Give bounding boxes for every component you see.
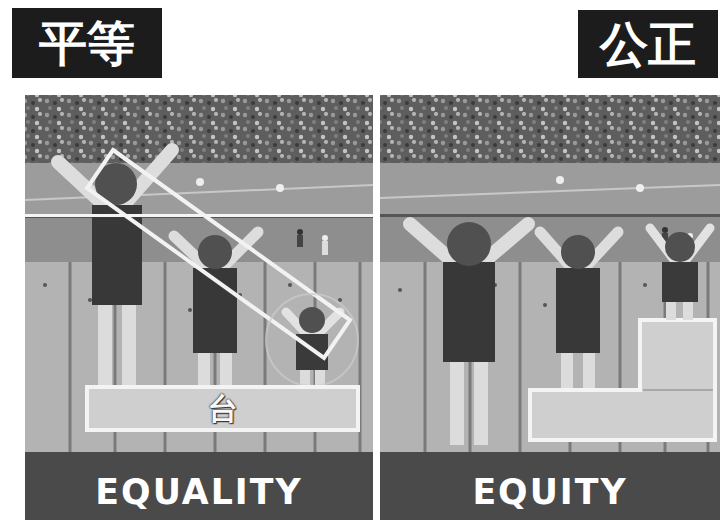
panel-caption: EQUITY — [380, 475, 720, 510]
illustration-panel: EQUALITY 台 — [25, 95, 373, 520]
illustration-panel: EQUITY — [380, 95, 720, 520]
heading-text: 平等 — [39, 19, 135, 67]
heading-box: 平等 — [12, 8, 162, 78]
equity-scene — [380, 95, 720, 520]
box-label: 台 — [208, 394, 238, 424]
equality-scene — [25, 95, 373, 520]
heading-text: 公正 — [600, 20, 696, 68]
heading-box: 公正 — [578, 10, 718, 78]
platform-box: 台 — [85, 385, 360, 432]
panel-caption: EQUALITY — [25, 475, 373, 510]
